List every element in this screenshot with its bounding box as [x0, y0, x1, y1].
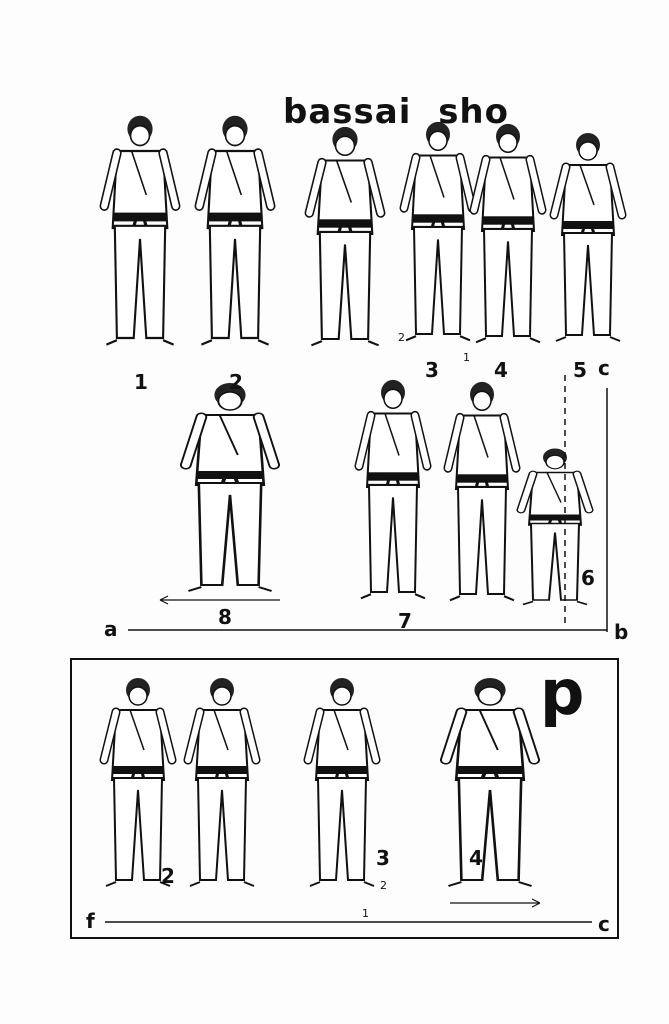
box-step-label-4: 4: [469, 846, 483, 870]
arrow-number-1: 1: [463, 351, 470, 364]
step-label-4: 4: [494, 358, 508, 382]
page-title: bassai sho: [283, 92, 509, 132]
step-label-1: 1: [134, 370, 148, 394]
direction-f: f: [86, 909, 95, 933]
box-step-label-2: 2: [161, 864, 175, 888]
step-label-7: 7: [398, 609, 412, 633]
box-arrow-number-1: 1: [362, 907, 369, 920]
step-label-8: 8: [218, 605, 232, 629]
direction-c-top: c: [598, 356, 610, 380]
direction-a: a: [104, 617, 118, 641]
box-step-label-3: 3: [376, 846, 390, 870]
step-label-6: 6: [581, 566, 595, 590]
variation-box: [70, 658, 619, 939]
step-label-2: 2: [229, 370, 243, 394]
step-label-5: 5: [573, 358, 587, 382]
arrow-number-2: 2: [398, 331, 405, 344]
direction-c-box: c: [598, 912, 610, 936]
box-arrow-number-2: 2: [380, 879, 387, 892]
step-label-3: 3: [425, 358, 439, 382]
section-heading-p: p: [540, 656, 585, 729]
direction-b: b: [614, 620, 629, 644]
